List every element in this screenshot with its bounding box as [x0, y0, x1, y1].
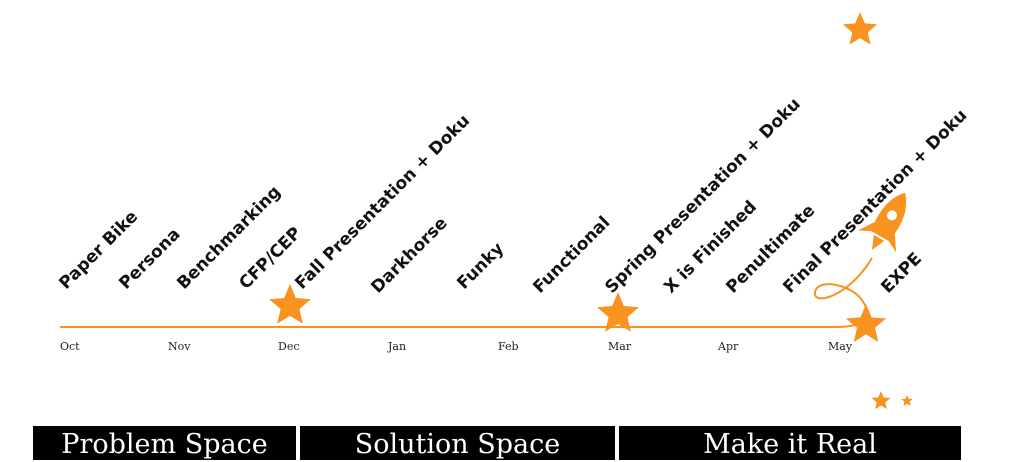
decorative-star-icon	[842, 12, 878, 45]
milestone-label: Final Presentation + Doku	[779, 106, 971, 298]
final-milestone-star-icon	[846, 304, 886, 342]
phase-problem-space: Problem Space	[33, 426, 296, 460]
month-label: Oct	[60, 340, 80, 353]
tiny-star-icon	[901, 395, 913, 406]
month-label: Nov	[168, 340, 191, 353]
month-label: Feb	[498, 340, 519, 353]
milestone-label: Funky	[453, 239, 508, 294]
month-label: Apr	[717, 340, 739, 353]
month-label: Dec	[278, 340, 300, 353]
month-axis: Oct Nov Dec Jan Feb Mar Apr May	[60, 340, 853, 353]
spring-milestone-star-icon	[597, 292, 639, 332]
phase-make-it-real: Make it Real	[619, 426, 961, 460]
rocket-icon	[857, 192, 907, 253]
milestone-label: EXPE	[877, 249, 926, 298]
milestone-labels: Paper Bike Persona Benchmarking CFP/CEP …	[55, 94, 971, 297]
milestone-label: Benchmarking	[173, 182, 285, 294]
small-star-icon	[871, 391, 891, 410]
phase-solution-space: Solution Space	[300, 426, 615, 460]
month-label: Jan	[387, 340, 406, 353]
month-label: Mar	[608, 340, 632, 353]
milestone-label: Fall Presentation + Doku	[291, 111, 474, 294]
milestone-label: Darkhorse	[367, 213, 451, 297]
month-label: May	[828, 340, 853, 353]
fall-milestone-star-icon	[269, 284, 311, 324]
